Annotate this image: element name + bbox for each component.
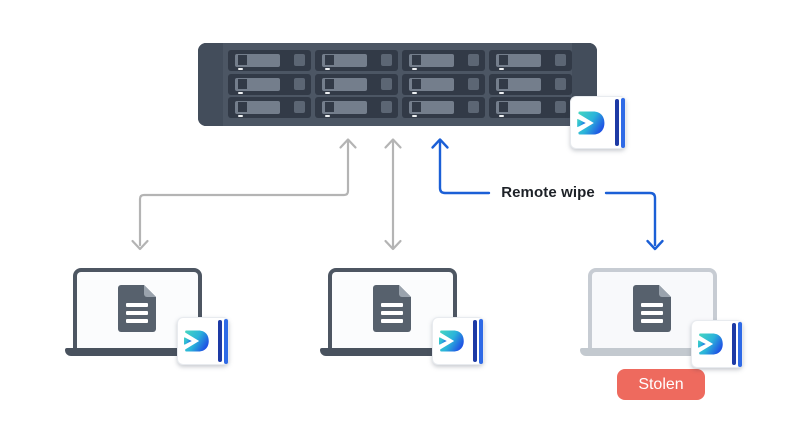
drive-logo-icon (182, 330, 209, 352)
laptop-base-stolen (580, 348, 725, 356)
drive-bay-icon (402, 97, 485, 118)
document-icon (633, 285, 671, 332)
laptop-base-2 (320, 348, 465, 356)
drive-bay-icon (228, 50, 311, 71)
drive-bay-icon (228, 97, 311, 118)
nas-server-icon (198, 43, 597, 126)
synology-drive-icon (432, 317, 484, 365)
drive-bay-icon (489, 73, 572, 95)
laptop-base-1 (65, 348, 210, 356)
stolen-badge: Stolen (617, 369, 705, 400)
sync-arrow-middle (384, 138, 402, 251)
drive-bay-icon (402, 73, 485, 95)
drive-bay-icon (489, 97, 572, 118)
synology-drive-icon (570, 96, 626, 149)
drive-bay-icon (315, 50, 398, 71)
synology-drive-icon (177, 317, 229, 365)
nas-drive-bays (228, 50, 572, 118)
nas-left-cap (198, 43, 223, 126)
drive-bay-icon (315, 73, 398, 95)
document-icon (118, 285, 156, 332)
drive-bay-icon (402, 50, 485, 71)
drive-bay-icon (315, 97, 398, 118)
remote-wipe-label: Remote wipe (501, 184, 595, 201)
sync-arrow-left (131, 138, 357, 251)
document-icon (373, 285, 411, 332)
drive-bay-icon (489, 50, 572, 71)
drive-bay-icon (228, 73, 311, 95)
drive-logo-icon (575, 110, 605, 135)
drive-logo-icon (696, 333, 723, 355)
synology-drive-icon (691, 320, 743, 368)
drive-logo-icon (437, 330, 464, 352)
